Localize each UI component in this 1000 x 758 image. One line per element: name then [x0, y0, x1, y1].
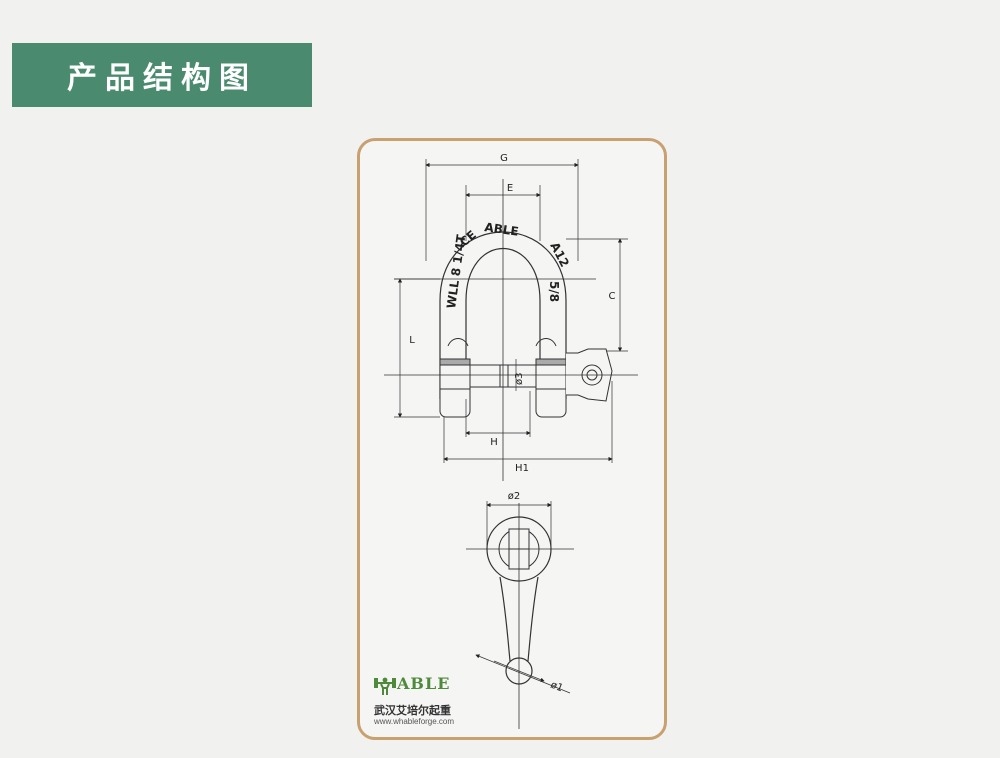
- dim-label-c: C: [609, 291, 616, 302]
- weightlifter-icon: [374, 677, 396, 695]
- shackle-side-view: [466, 503, 574, 729]
- dimensions: [394, 159, 628, 463]
- section-title: 产品结构图: [67, 61, 257, 96]
- dim-label-phi3: ø3: [514, 373, 525, 385]
- shackle-drawing: WLL 8 1/4T CE ABLE A12 5/8: [384, 153, 638, 729]
- bow-stamps: WLL 8 1/4T CE ABLE A12 5/8: [444, 220, 572, 309]
- side-dimensions: [475, 501, 571, 694]
- dim-label-e: E: [507, 183, 513, 194]
- dim-label-l: L: [409, 335, 415, 346]
- logo-company-name: 武汉艾培尔起重: [374, 704, 451, 717]
- dim-label-phi2: ø2: [508, 491, 520, 502]
- structure-drawing-card: WLL 8 1/4T CE ABLE A12 5/8: [357, 138, 667, 740]
- section-title-banner: 产品结构图: [12, 43, 312, 107]
- shackle-front-view: [384, 179, 638, 481]
- stamp-size: 5/8: [547, 281, 561, 302]
- right-eye: [535, 358, 567, 418]
- stamp-brand: ABLE: [484, 220, 520, 239]
- dim-label-g: G: [500, 153, 508, 164]
- dim-label-h1: H1: [515, 463, 529, 474]
- logo-brand-text: ABLE: [397, 674, 451, 693]
- left-eye: [439, 358, 471, 418]
- dim-label-phi1: ø1: [549, 680, 565, 695]
- dimension-labels: G E C L H H1 ø3: [409, 153, 615, 474]
- dim-label-h: H: [490, 437, 498, 448]
- brand-logo: ABLE 武汉艾培尔起重 www.whableforge.com: [373, 674, 463, 726]
- side-shank: [499, 576, 539, 662]
- logo-url: www.whableforge.com: [374, 717, 455, 726]
